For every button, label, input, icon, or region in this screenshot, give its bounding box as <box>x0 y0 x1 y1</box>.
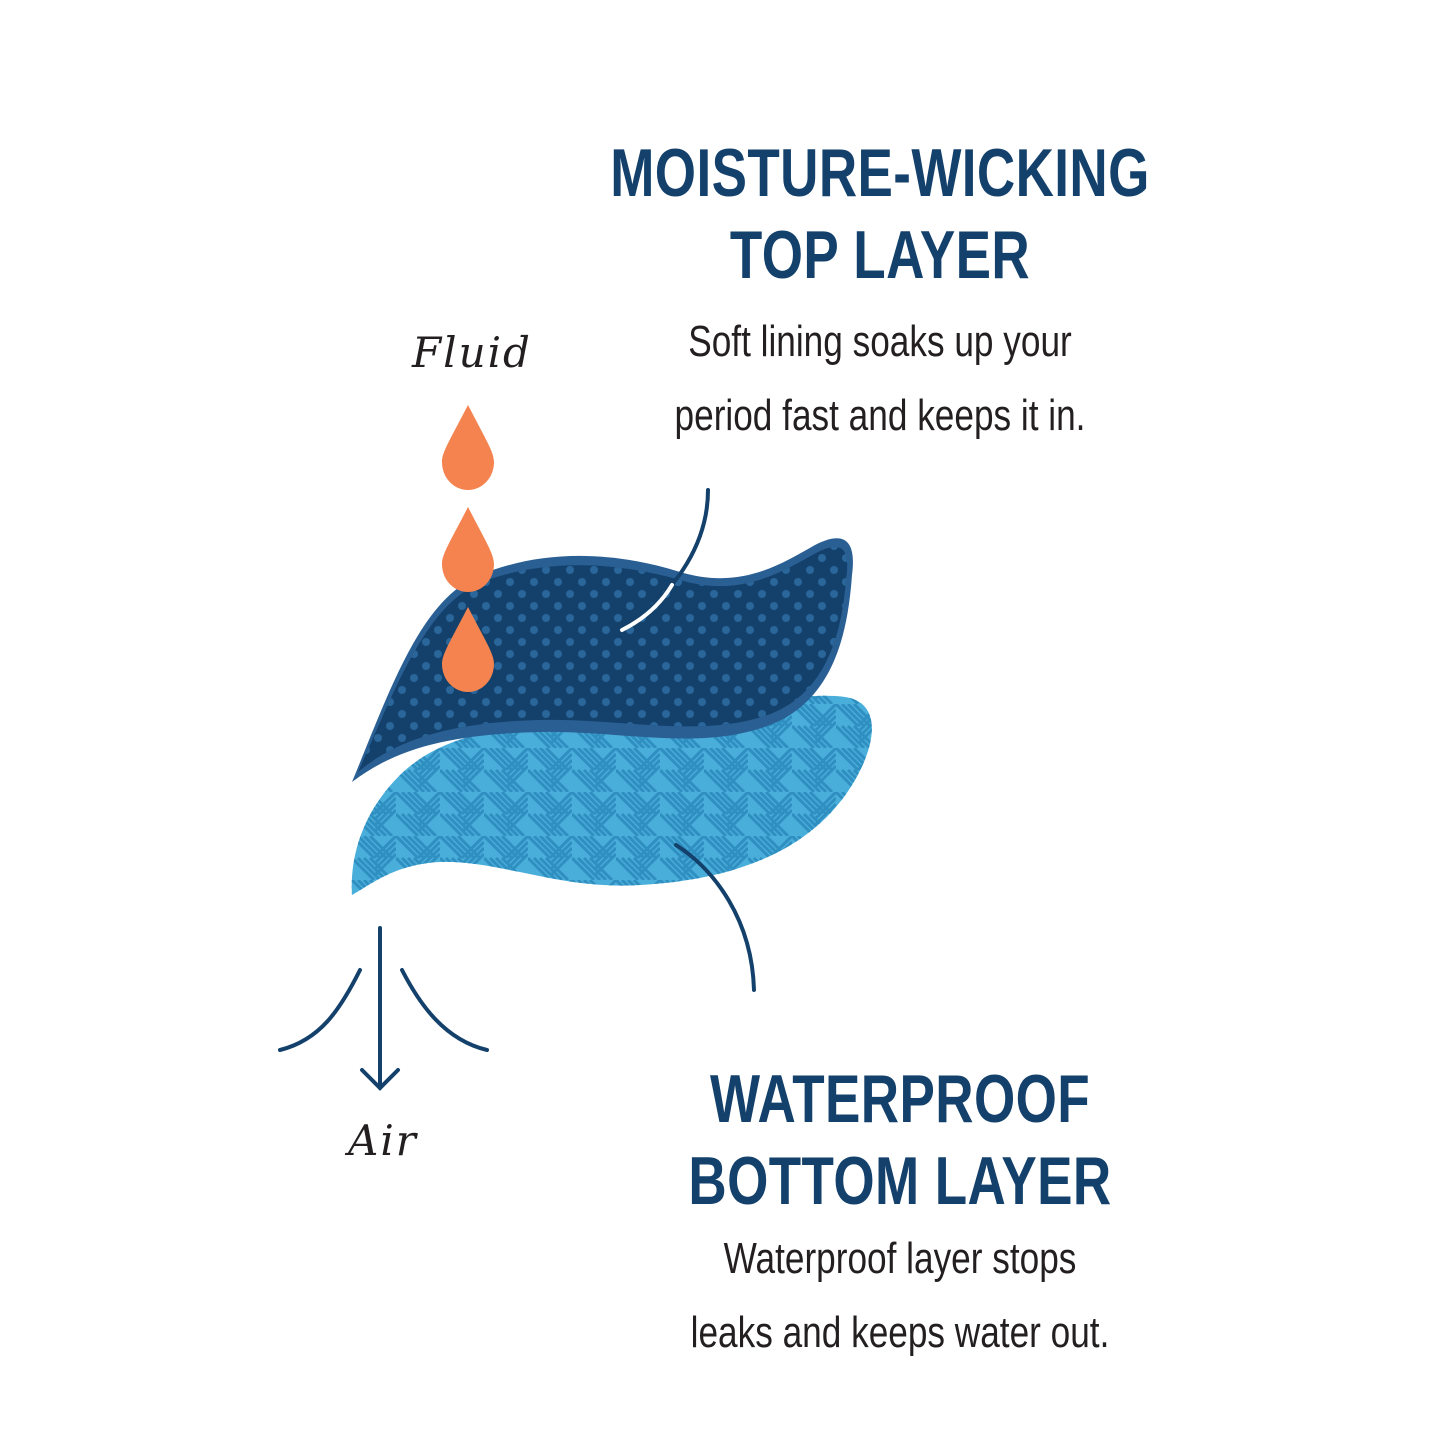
fluid-label: Fluid <box>412 328 532 377</box>
top-layer-leader-line <box>620 488 710 632</box>
bottom-layer-desc-line1: Waterproof layer stops <box>723 1234 1077 1283</box>
bottom-layer-shape <box>351 695 872 895</box>
top-layer-description: Soft lining soaks up your period fast an… <box>600 305 1160 453</box>
air-label: Air <box>348 1116 418 1165</box>
air-arrow-icon <box>278 926 489 1091</box>
bottom-layer-desc-line2: leaks and keeps water out. <box>690 1308 1110 1357</box>
bottom-layer-heading: WATERPROOF BOTTOM LAYER <box>604 1058 1197 1222</box>
top-layer-heading-line2: TOP LAYER <box>729 217 1031 293</box>
bottom-layer-heading-line1: WATERPROOF <box>709 1061 1091 1137</box>
top-layer-desc-line2: period fast and keeps it in. <box>674 391 1086 440</box>
bottom-layer-heading-line2: BOTTOM LAYER <box>688 1143 1112 1219</box>
fluid-drop-icon <box>442 405 494 692</box>
top-layer-heading: MOISTURE-WICKING TOP LAYER <box>584 132 1177 296</box>
top-layer-heading-line1: MOISTURE-WICKING <box>610 135 1150 211</box>
bottom-layer-description: Waterproof layer stops leaks and keeps w… <box>612 1222 1188 1370</box>
top-layer-shape <box>352 538 853 782</box>
top-layer-desc-line1: Soft lining soaks up your <box>688 317 1072 366</box>
bottom-layer-leader-line <box>674 843 756 992</box>
